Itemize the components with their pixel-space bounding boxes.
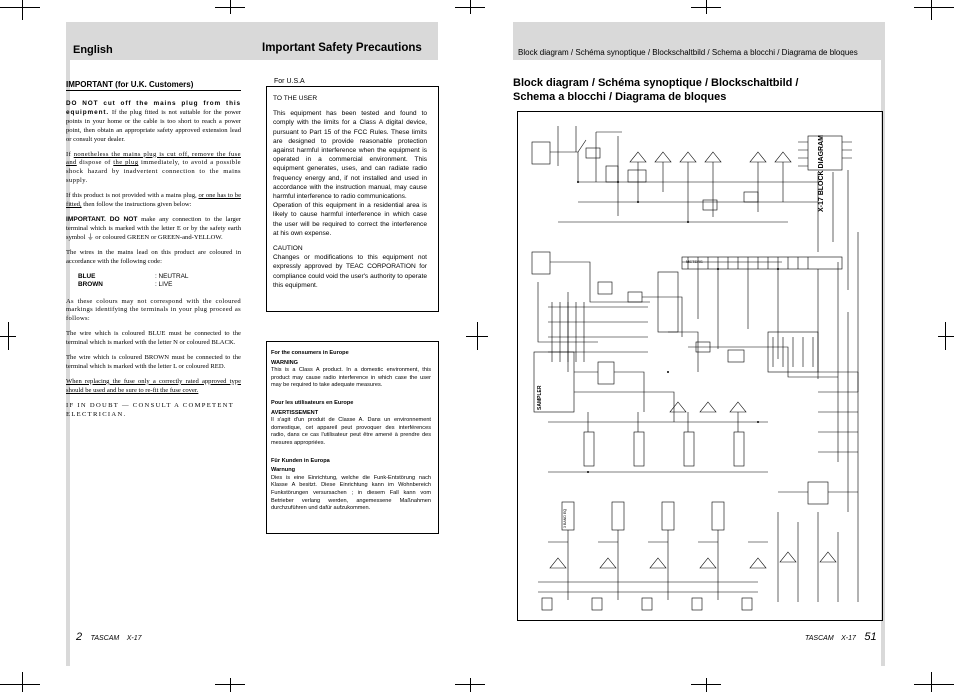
- right-side-bar: [881, 60, 885, 666]
- europe-fr-text: Il s'agit d'un produit de Classe A. Dans…: [271, 417, 431, 446]
- uk-paragraph-1: DO NOT cut off the mains plug from this …: [66, 100, 241, 145]
- usa-legend: For U.S.A: [271, 78, 308, 85]
- europe-content: For the consumers in Europe WARNING This…: [271, 350, 431, 513]
- europe-fr-heading: Pour les utilisateurs en Europe: [271, 399, 354, 406]
- uk-p2-b: dispose of: [79, 159, 111, 167]
- uk-paragraph-4: IMPORTANT. DO NOT make any connection to…: [66, 216, 241, 243]
- europe-box: [266, 341, 439, 534]
- uk-section: IMPORTANT (for U.K. Customers) DO NOT cu…: [66, 80, 241, 419]
- right-page-number: 51: [864, 631, 877, 643]
- right-footer-model: X-17: [841, 635, 856, 642]
- sampler-label: SAMPLER: [537, 385, 543, 410]
- uk-p2-u2: the plug: [113, 159, 139, 167]
- page-title: Important Safety Precautions: [262, 42, 422, 54]
- right-footer-brand: TASCAM: [805, 635, 834, 642]
- usa-content: TO THE USER This equipment has been test…: [273, 94, 427, 290]
- uk-p3-u: or one has to be fitted,: [66, 192, 241, 209]
- wire-row-brown: BROWN : LIVE: [78, 281, 241, 290]
- left-header-bar: [66, 22, 438, 60]
- europe-de-text: Dies is eine Einrichtung, welche die Fun…: [271, 474, 431, 512]
- right-title-line-2: Schema a blocchi / Diagrama de bloques: [513, 91, 727, 103]
- uk-paragraph-5: The wires in the mains lead on this prod…: [66, 248, 241, 265]
- uk-paragraph-10: IF IN DOUBT — CONSULT A COMPETENT ELECTR…: [66, 401, 234, 418]
- uk-p1-text: If the plug fitted is not suitable for t…: [66, 108, 241, 143]
- uk-heading: IMPORTANT (for U.K. Customers): [66, 80, 241, 91]
- uk-p1-bold: DO NOT cut off the mains plug from this …: [66, 100, 241, 116]
- wire-brown-label: BROWN: [78, 281, 103, 288]
- uk-p4-text: make any connection to the larger termin…: [66, 215, 241, 241]
- block-diagram: [531, 126, 859, 611]
- wire-row-blue: BLUE : NEUTRAL: [78, 273, 241, 282]
- usa-heading: TO THE USER: [273, 95, 318, 102]
- right-title: Block diagram / Schéma synoptique / Bloc…: [513, 76, 798, 104]
- usa-paragraph-2: Operation of this equipment in a residen…: [273, 202, 427, 237]
- wire-code-table: BLUE : NEUTRAL BROWN : LIVE: [78, 273, 241, 290]
- left-footer-brand: TASCAM: [90, 635, 120, 642]
- europe-en-sub: WARNING: [271, 359, 299, 366]
- uk-paragraph-7: The wire which is coloured BLUE must be …: [66, 330, 241, 347]
- diagram-title: X-17 BLOCK DIAGRAM: [818, 134, 825, 212]
- channel-strip: [538, 501, 768, 611]
- usa-box: [266, 86, 439, 312]
- europe-en-heading: For the consumers in Europe: [271, 350, 349, 356]
- uk-p3-a: If this product is not provided with a m…: [66, 192, 197, 200]
- europe-en-text: This is a Class A product. In a domestic…: [271, 367, 431, 389]
- left-footer-model: X-17: [126, 635, 142, 642]
- left-footer: 2 TASCAM X-17: [76, 627, 141, 645]
- europe-de-sub: Warnung: [271, 467, 296, 474]
- right-footer: TASCAM X-17 51: [805, 627, 877, 645]
- wire-blue-label: BLUE: [78, 272, 96, 280]
- uk-p3-b: then follow the instructions given below…: [83, 201, 192, 209]
- right-header-text: Block diagram / Schéma synoptique / Bloc…: [518, 48, 858, 57]
- usa-caution-text: Changes or modifications to this equipme…: [273, 254, 427, 289]
- uk-paragraph-2: If nonetheless the mains plug is cut off…: [66, 151, 241, 187]
- left-side-bar: [66, 60, 70, 666]
- right-header-bar: [513, 22, 885, 60]
- language-label: English: [73, 44, 113, 56]
- uk-p2-u1: nonetheless the mains plug is cut off, r…: [66, 150, 241, 167]
- uk-paragraph-8: The wire which is coloured BROWN must be…: [66, 354, 241, 370]
- europe-de-heading: Für Kunden in Europa: [271, 457, 330, 464]
- uk-p2-a: If: [66, 150, 72, 158]
- uk-paragraph-9: When replacing the fuse only a correctly…: [66, 377, 241, 394]
- block-diagram-frame: X-17 BLOCK DIAGRAM SAMPLER METERS 3 BAND…: [517, 111, 883, 621]
- uk-p4-bold: IMPORTANT. DO NOT: [66, 215, 138, 223]
- meters-label: METERS: [686, 259, 703, 264]
- usa-caution-heading: CAUTION: [273, 245, 303, 253]
- wire-blue-value: : NEUTRAL: [155, 272, 189, 280]
- wire-brown-value: : LIVE: [155, 281, 173, 288]
- uk-p2-c: immediately, to avoid a possible shock h…: [66, 159, 241, 185]
- band-eq-label: 3 BAND EQ: [563, 508, 567, 528]
- uk-paragraph-3: If this product is not provided with a m…: [66, 192, 241, 210]
- right-title-line-1: Block diagram / Schéma synoptique / Bloc…: [513, 77, 799, 89]
- left-page-number: 2: [76, 631, 83, 643]
- uk-paragraph-6: As these colours may not correspond with…: [66, 297, 241, 323]
- usa-paragraph-1: This equipment has been tested and found…: [273, 110, 427, 201]
- europe-fr-sub: AVERTISSEMENT: [271, 409, 319, 416]
